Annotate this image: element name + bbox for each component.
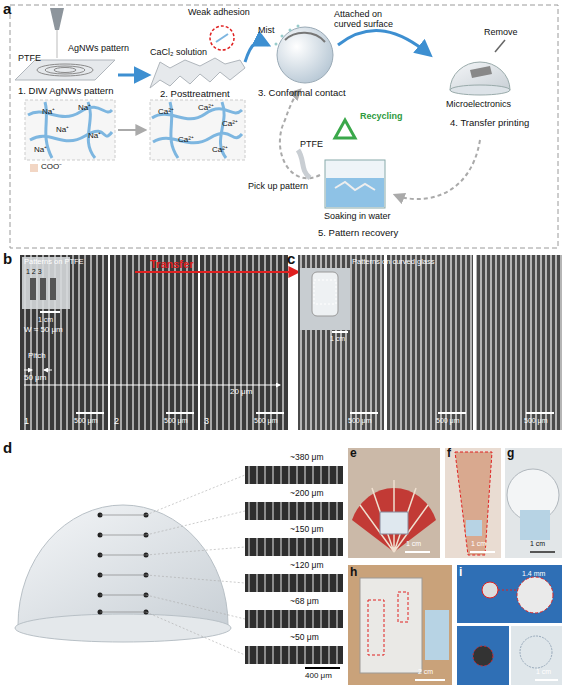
- part-label: PTFE: [300, 140, 323, 150]
- panel-letter: e: [350, 447, 357, 460]
- ion-label: Na⁺: [78, 104, 91, 113]
- dimension-label: Pitch: [28, 352, 46, 361]
- ion-label: Ca²⁺: [198, 104, 214, 113]
- panel-letter: g: [507, 447, 514, 460]
- image-label: Patterns on PTFE: [24, 258, 84, 266]
- part-label: Attached on curved surface: [334, 10, 404, 30]
- panel-letter: f: [447, 447, 451, 460]
- scale-label: 500 μm: [74, 417, 98, 425]
- dimension-label: W ≈ 50 μm: [24, 326, 63, 335]
- dimension-label: ~200 μm: [290, 489, 324, 498]
- scale-label: 2 cm: [418, 668, 433, 676]
- scale-label: 500 μm: [524, 417, 548, 425]
- ion-label: Na⁺: [42, 108, 55, 117]
- dimension-label: 20 μm: [230, 388, 252, 397]
- part-label: PTFE: [18, 54, 41, 64]
- step-label: 5. Pattern recovery: [318, 228, 398, 238]
- step-label: 1. DIW AgNWs pattern: [18, 86, 114, 96]
- image-label: Patterns on curved glass: [352, 258, 435, 266]
- ion-label: Ca²⁺: [158, 108, 174, 117]
- panel-letter: a: [3, 1, 11, 18]
- part-label: Microelectronics: [446, 100, 511, 110]
- dimension-label: ~50 μm: [290, 633, 319, 642]
- part-label: Soaking in water: [324, 212, 391, 222]
- panel-letter: d: [3, 440, 12, 457]
- scale-label: 400 μm: [305, 672, 332, 681]
- dimension-label: 1.4 mm: [522, 570, 545, 578]
- part-label: Remove: [484, 28, 518, 38]
- panel-letter: h: [350, 566, 357, 579]
- panel-letter: c: [287, 251, 295, 268]
- step-label: 3. Conformal contact: [258, 88, 346, 98]
- panel-letter: i: [459, 566, 462, 579]
- scale-label: 1 cm: [530, 540, 545, 548]
- part-label: Mist: [258, 26, 275, 36]
- ion-label: Ca²⁺: [212, 146, 228, 155]
- dimension-label: 50 μm: [24, 374, 46, 383]
- dimension-label: ~150 μm: [290, 525, 324, 534]
- legend-note: COO⁻: [41, 163, 62, 172]
- scale-label: 500 μm: [348, 417, 372, 425]
- part-label: Weak adhesion: [188, 8, 250, 18]
- sample-number: 1 2 3: [26, 268, 42, 276]
- sample-number: 1: [24, 417, 29, 427]
- sample-number: 2: [114, 417, 119, 427]
- dimension-label: ~68 μm: [290, 597, 319, 606]
- scale-label: 500 μm: [436, 417, 460, 425]
- scale-label: 1 cm: [330, 335, 345, 343]
- scale-label: 1 cm: [536, 668, 551, 676]
- ion-label: Na⁺: [56, 126, 69, 135]
- dimension-label: ~120 μm: [290, 561, 324, 570]
- arrow-label: Transfer: [150, 258, 193, 270]
- ion-label: Ca²⁺: [178, 136, 194, 145]
- part-label: AgNWs pattern: [68, 44, 129, 54]
- step-label: 2. Posttreatment: [160, 89, 230, 99]
- ion-label: Na⁺: [34, 146, 47, 155]
- panel-letter: b: [3, 251, 12, 268]
- sample-number: 3: [204, 417, 209, 427]
- dimension-label: ~380 μm: [290, 453, 324, 462]
- ion-label: Na⁺: [88, 132, 101, 141]
- scale-label: 500 μm: [164, 417, 188, 425]
- scale-label: 1 cm: [471, 540, 486, 548]
- scale-label: 500 μm: [254, 417, 278, 425]
- part-label: Pick up pattern: [248, 182, 308, 192]
- ion-label: Ca²⁺: [222, 120, 238, 129]
- step-label: 4. Transfer printing: [450, 118, 529, 128]
- scale-label: 1 cm: [406, 540, 421, 548]
- part-label: Recycling: [360, 112, 403, 122]
- part-label: CaCl₂ solution: [150, 48, 207, 58]
- scale-label: 1 cm: [38, 316, 53, 324]
